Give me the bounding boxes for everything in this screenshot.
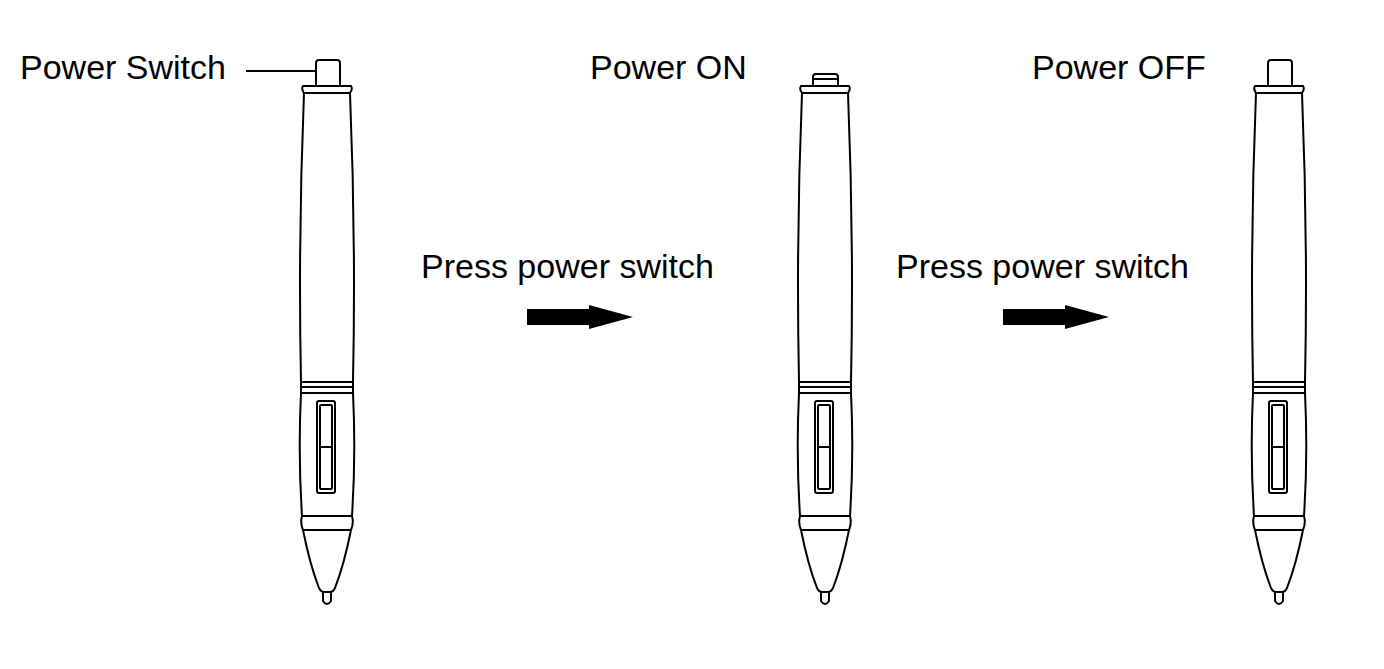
step-arrow — [1003, 305, 1109, 329]
leader-line — [246, 70, 316, 72]
step-instruction: Press power switch — [896, 249, 1189, 283]
part-name: Power Switch — [20, 50, 226, 84]
state-label: Power ON — [590, 50, 747, 84]
pen-initial — [300, 60, 355, 604]
pen-power-on — [798, 74, 853, 604]
state-label: Power OFF — [1032, 50, 1206, 84]
pen-power-off — [1252, 60, 1307, 604]
step-arrow — [527, 305, 633, 329]
step-instruction: Press power switch — [421, 249, 714, 283]
